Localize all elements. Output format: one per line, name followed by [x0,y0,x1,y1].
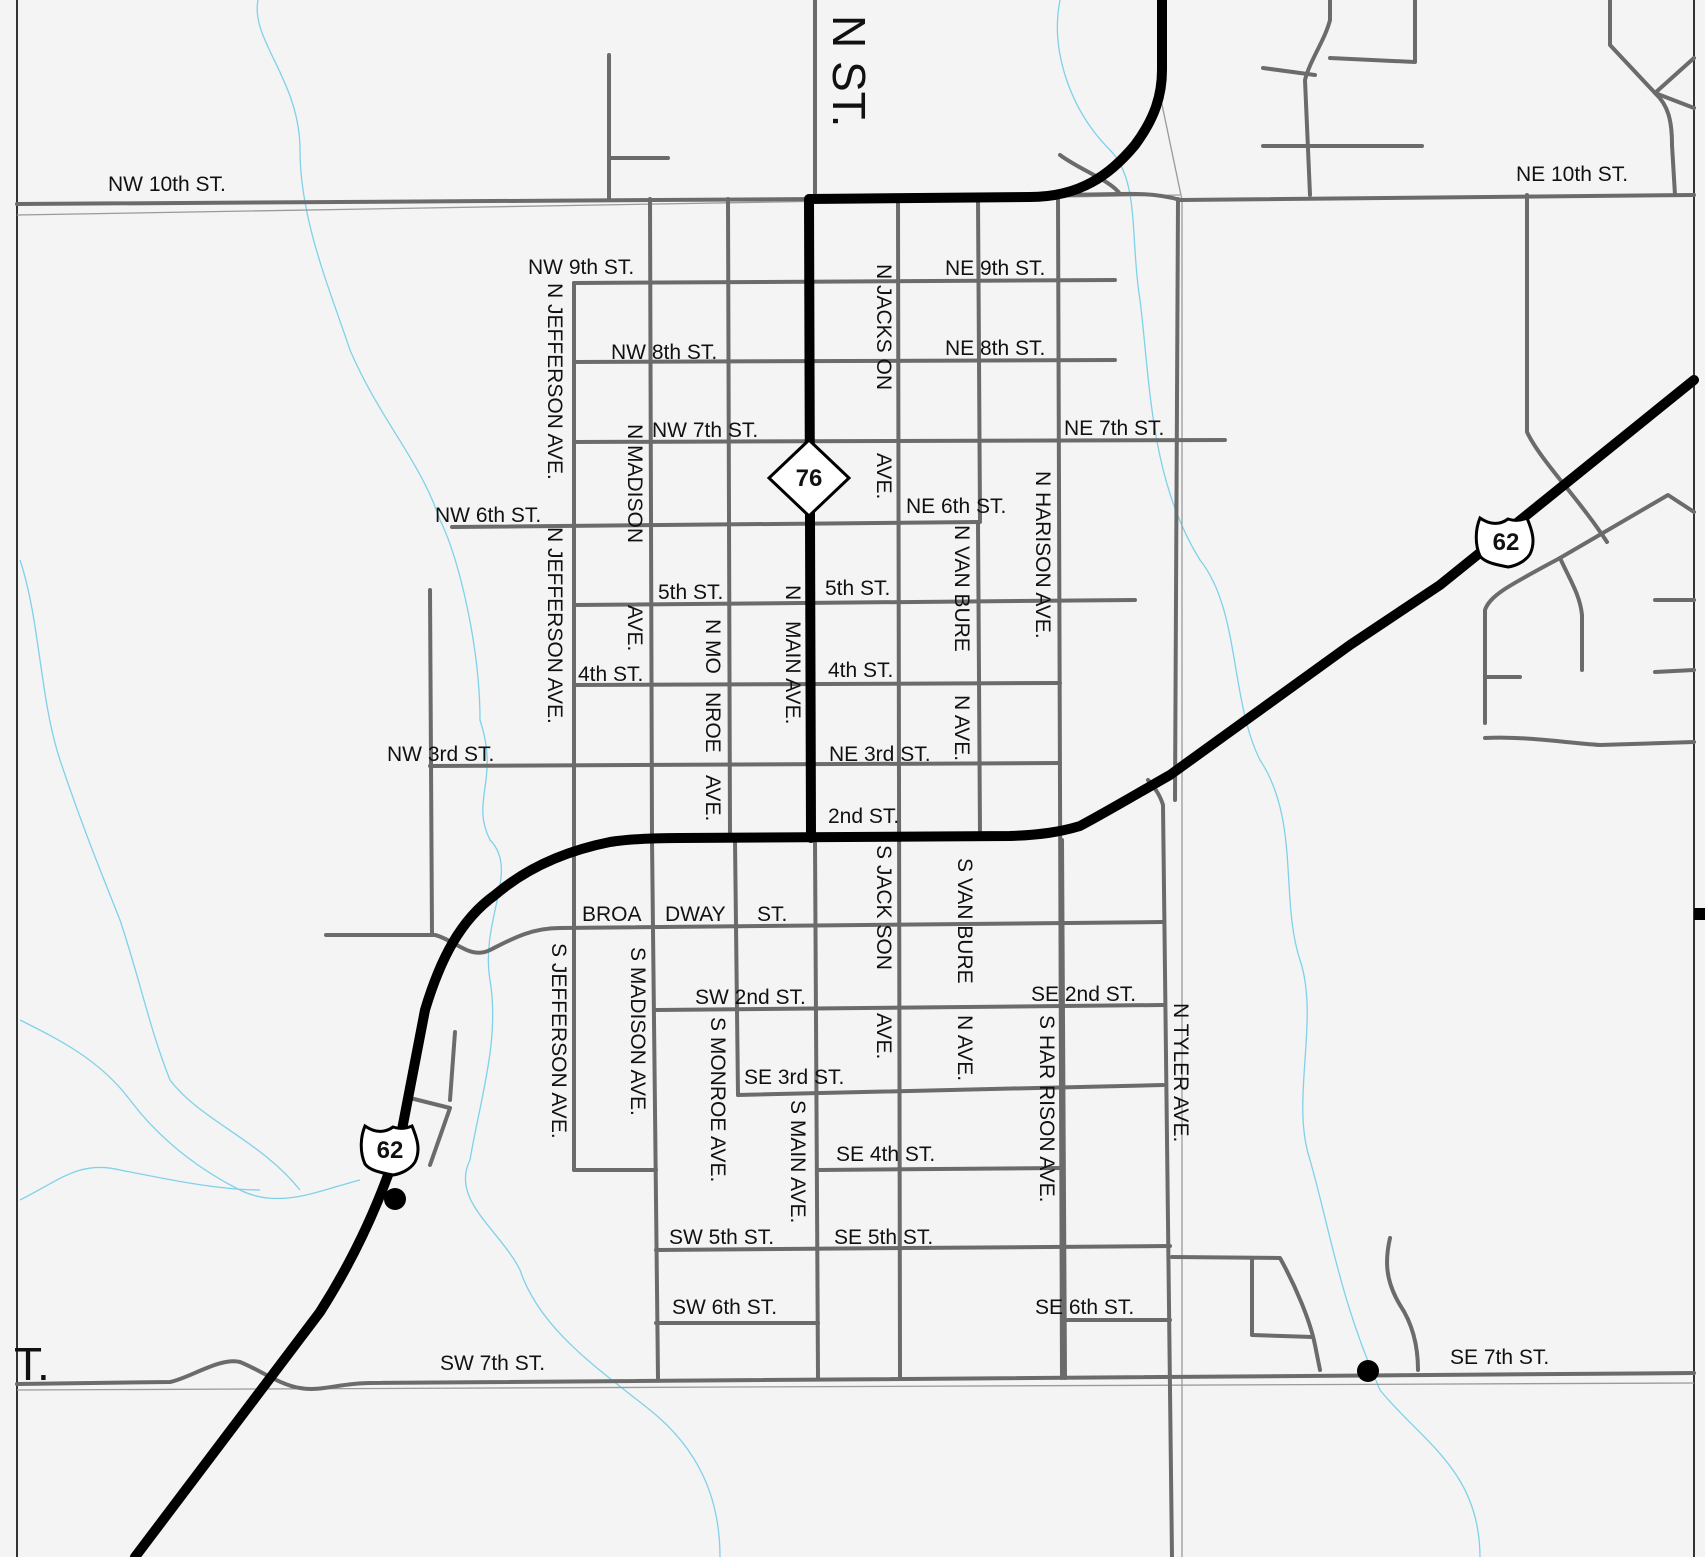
label-ne-10th: NE 10th ST. [1516,163,1628,186]
label-n-monroe-c: AVE. [701,775,724,821]
label-se-3rd: SE 3rd ST. [744,1066,844,1089]
label-e-2nd: 2nd ST. [828,805,899,828]
label-n-monroe-b: NROE [701,692,724,753]
label-se-2nd: SE 2nd ST. [1031,983,1136,1006]
label-broadway-c: ST. [757,903,787,926]
label-n-main-a: N [781,585,804,600]
label-broadway-a: BROA [582,903,642,926]
street-network [15,0,1696,1557]
label-n-tyler: N TYLER AVE. [1169,1003,1192,1142]
label-nw-9th: NW 9th ST. [528,256,634,279]
label-n-jefferson-2: N JEFFERSON AVE. [543,527,566,724]
label-s-vanburen-b: N AVE. [953,1015,976,1081]
label-n-madison-a: N MADISON [623,424,646,543]
us-62-shield-east: 62 [1474,515,1535,569]
street-labels-horizontal: NW 10th ST. NE 10th ST. NW 9th ST. NE 9t… [108,163,1628,1375]
label-nw-10th: NW 10th ST. [108,173,226,196]
locator-dot-east [1357,1360,1379,1382]
label-ne-6th: NE 6th ST. [906,495,1006,518]
label-ne-9th: NE 9th ST. [945,257,1045,280]
street-labels-vertical: N JEFFERSON AVE. N JEFFERSON AVE. N MADI… [543,264,1192,1223]
route-76-shield: 76 [766,437,852,519]
label-s-jackson-a: S JACK SON [872,845,895,970]
label-s-jackson-b: AVE. [872,1013,895,1059]
label-ne-8th: NE 8th ST. [945,337,1045,360]
east-edge-marker [1694,908,1705,920]
label-n-jackson-b: AVE. [872,453,895,499]
label-nw-8th: NW 8th ST. [611,341,717,364]
label-nw-3rd: NW 3rd ST. [387,743,494,766]
label-nw-7th: NW 7th ST. [652,419,758,442]
label-n-jefferson-1: N JEFFERSON AVE. [543,283,566,480]
label-n-vanburen-b: N AVE. [950,695,973,761]
label-broadway-b: DWAY [665,903,726,926]
route-76-number: 76 [796,465,823,492]
label-w-5th: 5th ST. [658,581,723,604]
label-t-fragment: T. [14,1338,50,1390]
locator-dot-west [384,1188,406,1210]
label-ne-7th: NE 7th ST. [1064,417,1164,440]
label-n-monroe-a: N MO [701,619,724,674]
label-s-vanburen-a: S VAN BURE [953,858,976,984]
label-s-jefferson: S JEFFERSON AVE. [547,943,570,1139]
highway-76 [804,0,1167,843]
label-se-6th: SE 6th ST. [1035,1296,1134,1319]
label-s-harrison: S HAR RISON AVE. [1035,1015,1058,1203]
label-e-5th: 5th ST. [825,577,890,600]
label-sw-5th: SW 5th ST. [669,1226,774,1249]
label-s-main: S MAIN AVE. [786,1100,809,1223]
us-62-west-number: 62 [377,1137,404,1164]
label-sw-2nd: SW 2nd ST. [695,986,806,1009]
label-main-st-large: N ST. [823,15,875,127]
label-se-7th: SE 7th ST. [1450,1346,1549,1369]
label-n-jackson-a: N JACKS ON [872,264,895,390]
label-n-main-b: MAIN AVE. [781,621,804,724]
label-n-harison: N HARISON AVE. [1031,471,1054,639]
us-62-east-number: 62 [1493,529,1520,556]
label-sw-7th: SW 7th ST. [440,1352,545,1375]
waterways [19,0,1481,1557]
label-n-vanburen-a: N VAN BURE [950,525,973,652]
us-62-shield-west: 62 [359,1123,420,1177]
label-s-madison: S MADISON AVE. [626,947,649,1116]
label-se-4th: SE 4th ST. [836,1143,935,1166]
label-se-5th: SE 5th ST. [834,1226,933,1249]
label-nw-6th: NW 6th ST. [435,504,541,527]
label-w-4th: 4th ST. [578,663,643,686]
label-sw-6th: SW 6th ST. [672,1296,777,1319]
label-s-monroe: S MONROE AVE. [706,1017,729,1182]
label-ne-3rd: NE 3rd ST. [829,743,931,766]
label-n-madison-b: AVE. [623,605,646,651]
label-e-4th: 4th ST. [828,659,893,682]
